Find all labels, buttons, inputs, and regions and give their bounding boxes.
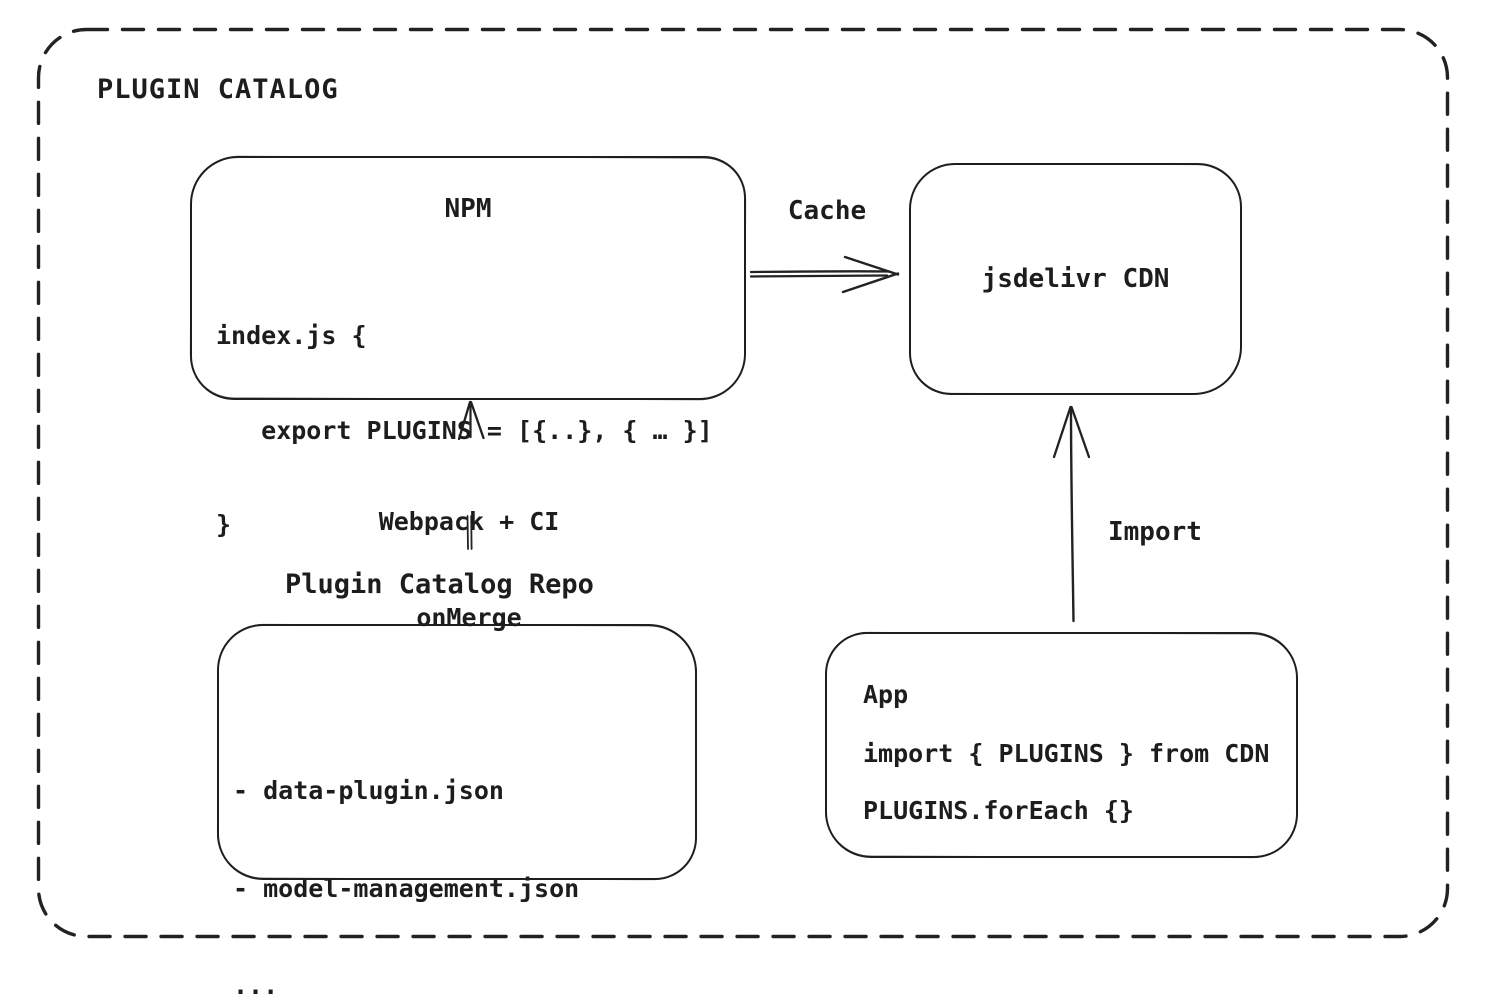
node-jsdelivr-cdn: jsdelivr CDN: [909, 163, 1242, 395]
import-edge-label: Import: [1108, 517, 1202, 547]
repo-file-item: - model-management.json: [233, 873, 580, 903]
npm-code-block: index.js { export PLUGINS = [{..}, { … }…: [192, 257, 744, 604]
npm-title: NPM: [444, 194, 492, 224]
node-npm: NPM index.js { export PLUGINS = [{..}, {…: [190, 156, 746, 539]
npm-code-line: }: [216, 510, 232, 539]
repo-node-label: Plugin Catalog Repo: [285, 569, 594, 600]
webpack-edge-label: Webpack + CI onMerge: [358, 442, 580, 698]
catalog-boundary-box: [36, 27, 1450, 939]
repo-file-item: - data-plugin.json: [233, 776, 504, 805]
cache-edge-label: Cache: [787, 196, 867, 226]
npm-code-line: index.js {: [216, 321, 367, 350]
webpack-arrow: [457, 400, 485, 550]
diagram-title: PLUGIN CATALOG: [97, 74, 339, 105]
webpack-edge-label-line2: onMerge: [416, 603, 522, 632]
node-plugin-catalog-repo: - data-plugin.json - model-management.js…: [217, 624, 697, 1000]
node-app: App import { PLUGINS } from CDN PLUGINS.…: [825, 632, 1298, 858]
app-title: App: [863, 680, 909, 709]
webpack-edge-label-line1: Webpack + CI: [378, 507, 560, 536]
import-arrow: [1052, 405, 1091, 623]
app-code-line: PLUGINS.forEach {}: [863, 796, 1134, 825]
repo-file-list: - data-plugin.json - model-management.js…: [219, 710, 695, 1002]
cache-arrow: [749, 255, 900, 294]
repo-file-item: ...: [233, 971, 279, 1000]
app-code-line: import { PLUGINS } from CDN: [863, 739, 1270, 768]
cdn-label: jsdelivr CDN: [981, 264, 1170, 294]
npm-code-line: export PLUGINS = [{..}, { … }]: [216, 415, 713, 445]
